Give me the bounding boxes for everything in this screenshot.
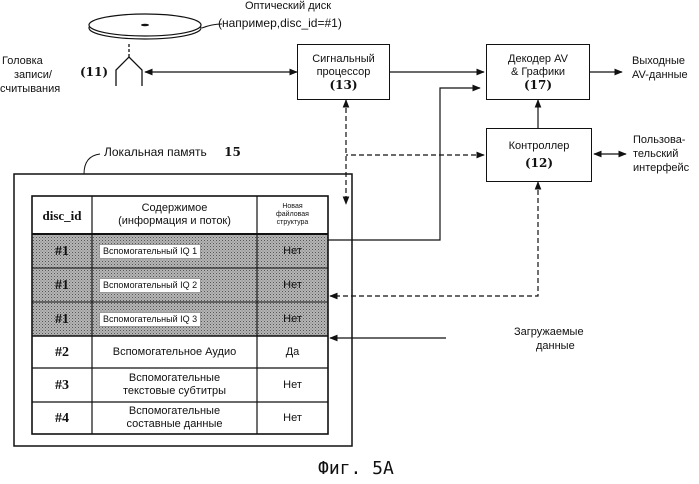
user-interface-line1: Пользова- bbox=[633, 134, 685, 147]
optical-disc-icon bbox=[89, 14, 201, 39]
decoder-number: (17) bbox=[524, 79, 552, 92]
signal-processor-box: Сигнальный процессор (13) bbox=[297, 44, 390, 100]
local-memory-leader bbox=[84, 154, 100, 174]
row-content-line1: Вспомогательное Аудио bbox=[113, 346, 236, 359]
row-new-file-structure: Нет bbox=[257, 368, 328, 402]
row-disc-id: #1 bbox=[32, 268, 92, 302]
memory-to-decoder-line bbox=[328, 88, 480, 240]
row-content: Вспомогательныесоставные данные bbox=[92, 402, 257, 434]
row-content-line1: Вспомогательный IQ 1 bbox=[99, 244, 201, 259]
pickup-head-icon bbox=[116, 44, 142, 86]
row-new-file-structure: Нет bbox=[257, 402, 328, 434]
decoder-box: Декодер AV & Графики (17) bbox=[486, 44, 590, 100]
signal-processor-line2: процессор bbox=[317, 66, 371, 79]
user-interface-line3: интерфейс bbox=[633, 162, 689, 175]
optical-disc-label: Оптический диск bbox=[245, 0, 331, 13]
head-label-line2: записи/ bbox=[14, 69, 52, 82]
row-content-line1: Вспомогательные bbox=[129, 372, 220, 385]
row-content: Вспомогательный IQ 2 bbox=[92, 268, 257, 302]
figure-caption: Фиг. 5А bbox=[318, 458, 394, 480]
row-content: Вспомогательный IQ 1 bbox=[92, 234, 257, 268]
user-interface-line2: тельский bbox=[633, 148, 678, 161]
local-memory-label: Локальная память 15 bbox=[104, 146, 241, 159]
row-disc-id: #4 bbox=[32, 402, 92, 434]
disc-example-label: (например,disc_id=#1) bbox=[218, 17, 342, 30]
header-content: Содержимое (информация и поток) bbox=[92, 196, 257, 234]
row-disc-id: #3 bbox=[32, 368, 92, 402]
signal-processor-line1: Сигнальный bbox=[312, 53, 375, 66]
row-content-line1: Вспомогательные bbox=[129, 405, 220, 418]
row-content-line2: составные данные bbox=[127, 418, 223, 431]
header-disc-id: disc_id bbox=[32, 196, 92, 234]
row-disc-id: #2 bbox=[32, 336, 92, 368]
row-new-file-structure: Да bbox=[257, 336, 328, 368]
header-new-file-structure: Новая файловая структура bbox=[257, 196, 328, 234]
head-label-line3: считывания bbox=[0, 83, 60, 96]
controller-number: (12) bbox=[525, 157, 553, 170]
controller-to-memory-dashed bbox=[330, 182, 538, 296]
row-content-line1: Вспомогательный IQ 3 bbox=[99, 312, 201, 327]
row-content: Вспомогательныетекстовые субтитры bbox=[92, 368, 257, 402]
controller-line1: Контроллер bbox=[509, 140, 570, 153]
row-new-file-structure: Нет bbox=[257, 268, 328, 302]
signal-processor-number: (13) bbox=[329, 79, 357, 92]
row-new-file-structure: Нет bbox=[257, 302, 328, 336]
head-label-line1: Головка bbox=[2, 55, 43, 68]
row-content-line2: текстовые субтитры bbox=[123, 385, 226, 398]
row-content: Вспомогательное Аудио bbox=[92, 336, 257, 368]
output-label-line1: Выходные bbox=[632, 55, 685, 68]
output-label-line2: AV-данные bbox=[632, 69, 688, 82]
row-disc-id: #1 bbox=[32, 302, 92, 336]
row-content-line1: Вспомогательный IQ 2 bbox=[99, 278, 201, 293]
head-number: (11) bbox=[80, 66, 108, 79]
decoder-line2: & Графики bbox=[511, 66, 565, 79]
decoder-line1: Декодер AV bbox=[508, 53, 568, 66]
row-content: Вспомогательный IQ 3 bbox=[92, 302, 257, 336]
row-new-file-structure: Нет bbox=[257, 234, 328, 268]
row-disc-id: #1 bbox=[32, 234, 92, 268]
downloaded-data-line2: данные bbox=[536, 340, 575, 353]
downloaded-data-line1: Загружаемые bbox=[514, 326, 584, 339]
controller-box: Контроллер (12) bbox=[486, 128, 592, 182]
